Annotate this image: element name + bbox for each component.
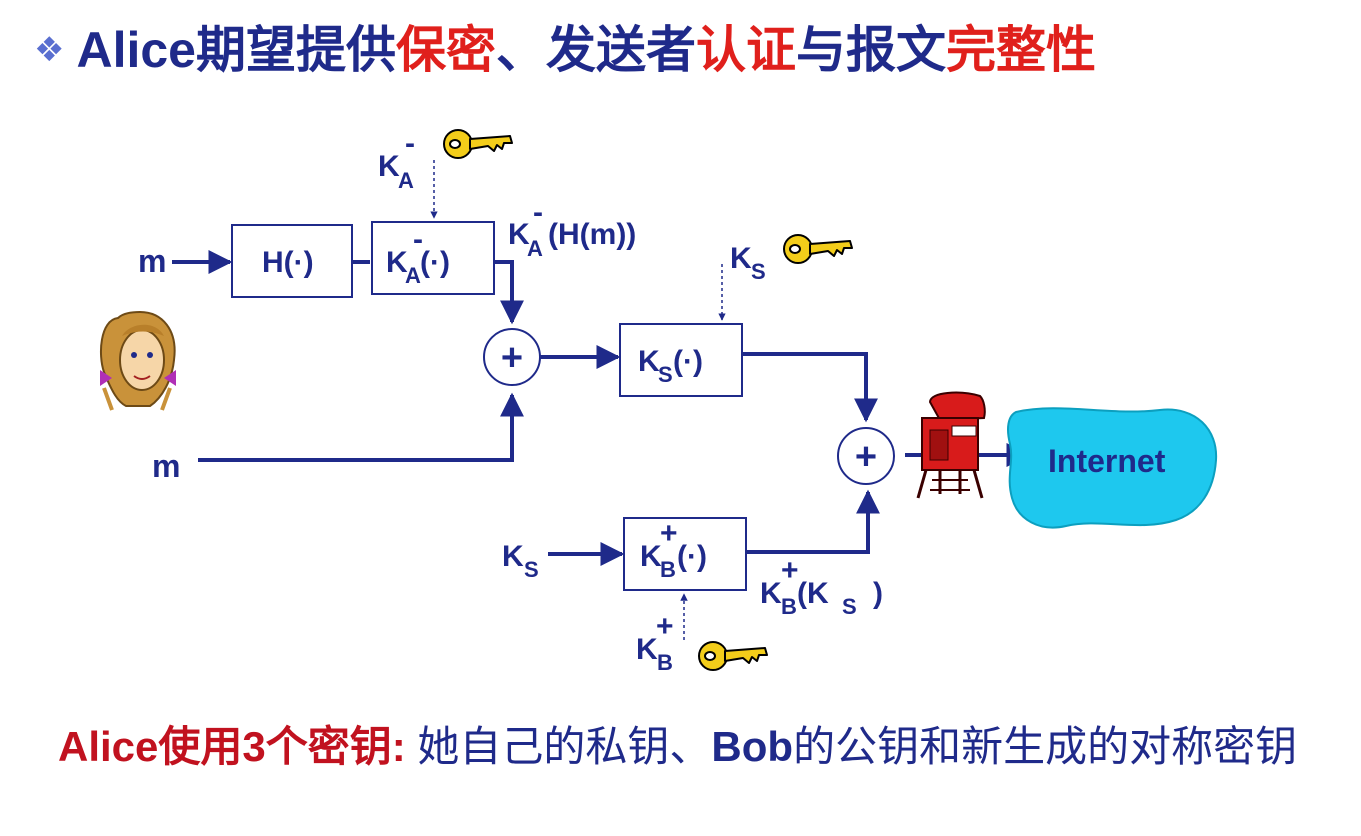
sign-box xyxy=(371,221,495,295)
slide-title: ❖ Alice期望提供保密、发送者认证与报文完整性 xyxy=(34,10,1096,82)
combine-plus-1-sign: + xyxy=(501,337,523,379)
arrow-pubenc-to-plus xyxy=(746,489,880,554)
pub-encrypt-sup: + xyxy=(660,517,678,550)
title-authentication: 认证 xyxy=(696,22,796,78)
caption-lead: Alice使用3个密钥: xyxy=(58,723,406,770)
hash-box-label: H(·) xyxy=(262,246,314,279)
diamond-bullet-icon: ❖ xyxy=(34,31,65,69)
encrypted-key-sub: B xyxy=(781,594,797,619)
title-part-5: 与报文 xyxy=(796,22,946,78)
sym-encrypt-tail: (·) xyxy=(673,345,703,378)
encrypted-key-k: K xyxy=(760,577,782,610)
caption-part-2: 她自己的私钥、 xyxy=(405,723,712,770)
caption-bob: Bob xyxy=(711,723,794,770)
sym-encrypt-k: K xyxy=(638,345,660,378)
ks-input-sub: S xyxy=(524,557,539,582)
internet-label: Internet xyxy=(1048,443,1166,479)
pub-encrypt-tail: (·) xyxy=(677,540,707,573)
ks-input-k: K xyxy=(502,540,524,573)
title-part-3: 、发送者 xyxy=(496,22,696,78)
key-icon xyxy=(698,641,768,671)
title-confidentiality: 保密 xyxy=(396,22,496,78)
alice-icon xyxy=(99,310,176,411)
hash-box xyxy=(231,224,353,298)
sign-box-sup: - xyxy=(413,223,423,256)
kb-key-sup: + xyxy=(656,610,674,643)
encrypted-key-sup: + xyxy=(781,554,799,587)
ka-private-key-sub: A xyxy=(398,168,414,193)
sign-box-k: K xyxy=(386,246,408,279)
arrow-m-to-plus xyxy=(198,392,524,462)
pub-encrypt-sub: B xyxy=(660,557,676,582)
title-integrity: 完整性 xyxy=(946,22,1096,78)
signature-tail: (H(m)) xyxy=(548,218,636,251)
cloud-icon xyxy=(1007,407,1218,529)
sign-box-sub: A xyxy=(405,263,421,288)
sym-encrypt-sub: S xyxy=(658,362,673,387)
title-part-1: Alice期望提供 xyxy=(76,22,396,78)
caption-part-4: 的公钥和新生成的对称密钥 xyxy=(793,723,1298,770)
m-input-top: m xyxy=(138,243,166,279)
sign-box-tail: (·) xyxy=(420,246,450,279)
mailbox-icon xyxy=(916,391,986,499)
m-input-bottom: m xyxy=(152,448,180,484)
combine-plus-2 xyxy=(837,427,895,485)
pub-encrypt-k: K xyxy=(640,540,662,573)
arrow-encrypt-to-plus xyxy=(742,352,878,423)
encrypted-key-mid: (K xyxy=(797,577,829,610)
signature-sub: A xyxy=(527,236,543,261)
ka-private-key-k: K xyxy=(378,150,400,183)
encrypted-key-sub2: S xyxy=(842,594,857,619)
sym-encrypt-box xyxy=(619,323,743,397)
ks-key-k: K xyxy=(730,242,752,275)
key-icon xyxy=(443,129,513,159)
encrypted-key-tail: ) xyxy=(873,577,883,610)
key-icon xyxy=(783,234,853,264)
signature-k: K xyxy=(508,218,530,251)
kb-key-sub: B xyxy=(657,650,673,675)
combine-plus-2-sign: + xyxy=(855,436,877,478)
pub-encrypt-box xyxy=(623,517,747,591)
ka-private-key-sup: - xyxy=(405,127,415,160)
signature-sup: - xyxy=(533,196,543,229)
kb-key-k: K xyxy=(636,633,658,666)
arrow-sign-to-plus xyxy=(494,260,524,325)
ks-key-sub: S xyxy=(751,259,766,284)
caption: Alice使用3个密钥: 她自己的私钥、Bob的公钥和新生成的对称密钥 xyxy=(58,722,1298,772)
